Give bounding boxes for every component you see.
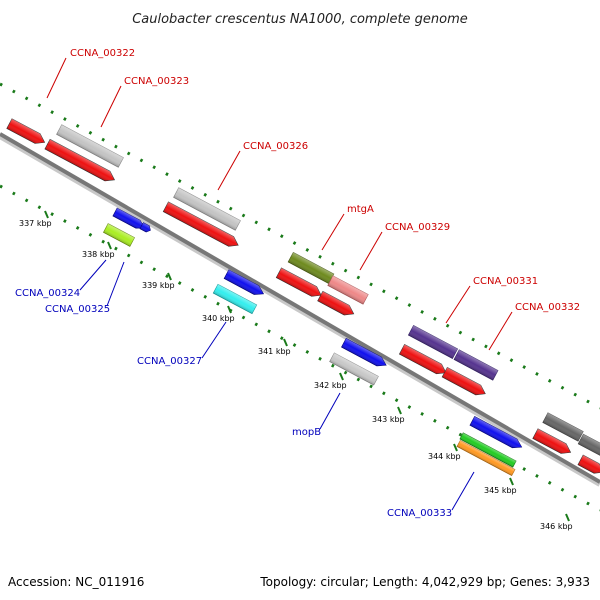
gene-next-1[interactable] xyxy=(542,412,584,442)
gene-ccna-00326[interactable] xyxy=(173,187,241,231)
scale-tick-label: 338 kbp xyxy=(82,250,115,259)
scale-tick-mark xyxy=(565,513,570,522)
gene-ccna-00326-arrow[interactable] xyxy=(162,201,241,250)
scale-tick-mark xyxy=(44,210,49,219)
gene-ccna-00327-bar[interactable] xyxy=(212,283,258,315)
label-leader-line xyxy=(451,471,475,511)
gene-next-2[interactable] xyxy=(577,433,600,459)
scale-tick-label: 343 kbp xyxy=(372,415,405,424)
gene-label[interactable]: CCNA_00323 xyxy=(124,76,189,87)
label-leader-line xyxy=(79,259,107,291)
label-leader-line xyxy=(319,392,341,430)
scale-tick-mark xyxy=(509,477,514,486)
scale-tick-label: 339 kbp xyxy=(142,281,175,290)
gene-ccna-00332-arrow[interactable] xyxy=(441,366,488,398)
gene-ccna-00327[interactable] xyxy=(223,269,266,299)
gene-ccna-00325[interactable] xyxy=(103,223,135,247)
gene-label[interactable]: CCNA_00332 xyxy=(515,302,580,313)
label-leader-line xyxy=(201,321,227,359)
gene-label[interactable]: CCNA_00326 xyxy=(243,141,308,152)
label-leader-line xyxy=(359,231,383,271)
gene-ccna-00324-tip[interactable] xyxy=(139,222,152,234)
scale-tick-label: 340 kbp xyxy=(202,314,235,323)
genome-backbone xyxy=(0,132,600,484)
scale-tick-mark xyxy=(167,272,172,281)
scale-tick-label: 341 kbp xyxy=(258,347,291,356)
scale-tick-mark xyxy=(283,338,288,347)
genome-summary-text: Topology: circular; Length: 4,042,929 bp… xyxy=(259,575,590,589)
scale-tick-label: 344 kbp xyxy=(428,452,461,461)
gene-ccna-00331[interactable] xyxy=(407,325,459,359)
gene-ccna-00323[interactable] xyxy=(56,124,124,168)
accession-text: Accession: NC_011916 xyxy=(8,575,144,589)
gene-label[interactable]: CCNA_00329 xyxy=(385,222,450,233)
scale-tick-label: 345 kbp xyxy=(484,486,517,495)
scale-tick-label: 342 kbp xyxy=(314,381,347,390)
gene-ccna-00322[interactable] xyxy=(6,118,47,147)
label-leader-line xyxy=(445,285,471,324)
scale-tick-mark xyxy=(453,443,458,452)
gene-ccna-00332[interactable] xyxy=(453,349,499,381)
scale-tick-mark xyxy=(107,241,112,250)
label-leader-line xyxy=(100,85,122,128)
label-leader-line xyxy=(46,57,67,99)
label-leader-line xyxy=(488,311,513,351)
scale-tick-label: 337 kbp xyxy=(19,219,52,228)
gene-label[interactable]: CCNA_00325 xyxy=(45,304,110,315)
gene-ccna-00331-arrow[interactable] xyxy=(398,344,448,377)
gene-ccna-00333-green[interactable] xyxy=(459,432,517,468)
gene-ccna-00333[interactable] xyxy=(469,416,524,451)
scale-tick-mark xyxy=(339,372,344,381)
label-leader-line xyxy=(217,150,241,191)
map-title: Caulobacter crescentus NA1000, complete … xyxy=(132,12,468,27)
gene-label[interactable]: CCNA_00333 xyxy=(387,508,452,519)
gene-mopb[interactable] xyxy=(341,337,388,369)
gene-label[interactable]: mopB xyxy=(292,427,321,438)
label-leader-line xyxy=(321,213,345,251)
gene-ccna-00329[interactable] xyxy=(327,275,369,305)
gene-label[interactable]: CCNA_00322 xyxy=(70,48,135,59)
gene-label[interactable]: CCNA_00331 xyxy=(473,276,538,287)
gene-label[interactable]: CCNA_00324 xyxy=(15,288,80,299)
gene-next-1-arrow[interactable] xyxy=(532,428,573,457)
outer-tick-track xyxy=(0,82,600,410)
label-leader-line xyxy=(106,261,125,307)
gene-features xyxy=(6,118,600,477)
gene-ccna-00329-arrow[interactable] xyxy=(317,290,357,319)
gene-ccna-00333-orange[interactable] xyxy=(456,439,516,477)
scale-tick-mark xyxy=(397,406,402,415)
scale-tick-mark xyxy=(227,305,232,314)
gene-label[interactable]: CCNA_00327 xyxy=(137,356,202,367)
gene-mtga-arrow[interactable] xyxy=(275,267,324,300)
tick-marks: 337 kbp 338 kbp 339 kbp 340 kbp 341 kbp 342 k… xyxy=(19,210,573,531)
scale-tick-label: 346 kbp xyxy=(540,522,573,531)
gene-mopb-bar[interactable] xyxy=(329,352,379,386)
gene-next-2-arrow[interactable] xyxy=(577,454,600,477)
gene-ccna-00323-arrow[interactable] xyxy=(44,138,117,184)
gene-label[interactable]: mtgA xyxy=(347,204,374,215)
